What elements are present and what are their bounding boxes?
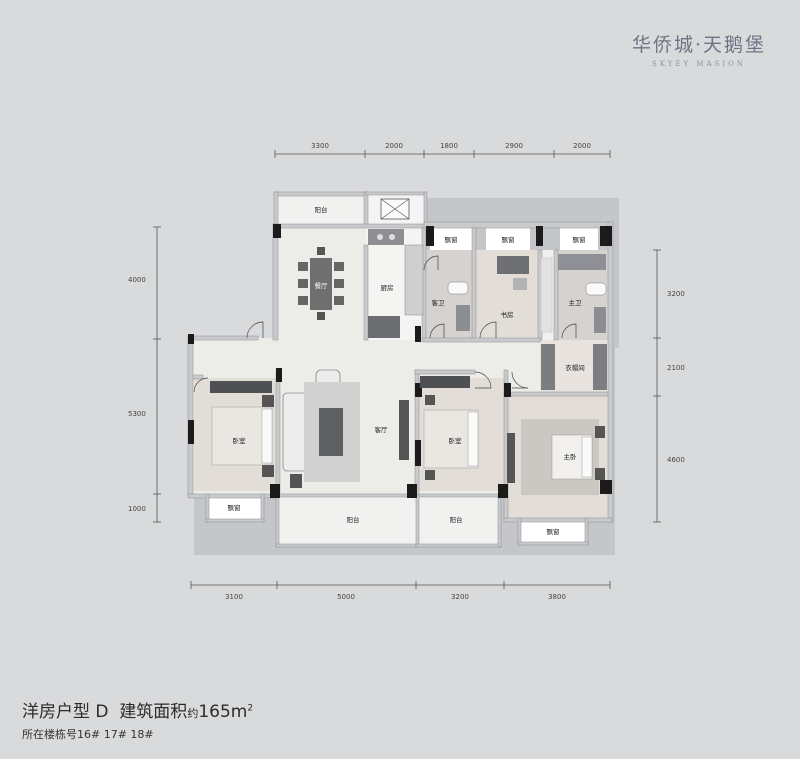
brand-name-en: SKYEY MASION bbox=[651, 60, 747, 68]
dim-bottom-3: 3200 bbox=[451, 593, 469, 601]
brand-name-cn: 华侨城·天鹅堡 bbox=[631, 34, 767, 56]
dim-right-1: 3200 bbox=[667, 290, 685, 298]
room-master-bath: 主卫 bbox=[569, 298, 583, 307]
furniture bbox=[210, 198, 607, 495]
plan-title: 洋房户型 D 建筑面积约165m2 bbox=[22, 697, 253, 722]
room-guest-bath: 客卫 bbox=[432, 298, 446, 307]
room-bedroom-2: 卧室 bbox=[449, 436, 463, 445]
room-window-bay-2: 飘窗 bbox=[502, 235, 515, 244]
columns bbox=[188, 224, 612, 498]
room-window-bay-3: 飘窗 bbox=[573, 235, 586, 244]
dimension-labels: 3300 2000 1800 2900 2000 3100 5000 3200 … bbox=[128, 142, 685, 601]
area-value: 165m bbox=[198, 702, 248, 722]
room-bedroom-1: 卧室 bbox=[233, 436, 247, 445]
dim-top-3: 1800 bbox=[440, 142, 458, 150]
area-approx: 约 bbox=[187, 707, 199, 720]
dim-bottom-4: 3800 bbox=[548, 593, 566, 601]
room-master-bedroom: 主卧 bbox=[564, 452, 578, 461]
room-closet: 衣帽间 bbox=[565, 363, 585, 372]
dimension-lines bbox=[153, 150, 661, 589]
room-balcony-top: 阳台 bbox=[315, 205, 328, 214]
plan-type: 洋房户型 D bbox=[22, 702, 109, 722]
room-labels: 阳台 餐厅 厨房 飘窗 飘窗 飘窗 客卫 书房 主卫 衣帽间 客厅 卧室 卧室 … bbox=[228, 205, 586, 536]
dim-top-5: 2000 bbox=[573, 142, 591, 150]
room-kitchen: 厨房 bbox=[381, 283, 394, 292]
dim-bottom-2: 5000 bbox=[337, 593, 355, 601]
area-unit-sup: 2 bbox=[247, 703, 254, 714]
dim-top-1: 3300 bbox=[311, 142, 329, 150]
room-dining: 餐厅 bbox=[315, 281, 329, 290]
dim-left-3: 1000 bbox=[128, 505, 146, 513]
room-balcony-bottom-2: 阳台 bbox=[450, 515, 463, 524]
dim-left-2: 5300 bbox=[128, 410, 146, 418]
dim-right-2: 2100 bbox=[667, 364, 685, 372]
dim-top-2: 2000 bbox=[385, 142, 403, 150]
room-window-bay-5: 飘窗 bbox=[547, 527, 560, 536]
room-balcony-bottom-1: 阳台 bbox=[347, 515, 360, 524]
dim-top-4: 2900 bbox=[505, 142, 523, 150]
brand-logo: 华侨城·天鹅堡 SKYEY MASION bbox=[626, 30, 772, 68]
dim-bottom-1: 3100 bbox=[225, 593, 243, 601]
room-living: 客厅 bbox=[375, 425, 389, 434]
room-window-bay-4: 飘窗 bbox=[228, 503, 241, 512]
doors bbox=[193, 255, 577, 393]
room-study: 书房 bbox=[501, 310, 514, 319]
area-label: 建筑面积 bbox=[119, 702, 188, 722]
dim-left-1: 4000 bbox=[128, 276, 146, 284]
building-numbers: 所在楼栋号16# 17# 18# bbox=[22, 728, 154, 741]
dim-right-3: 4600 bbox=[667, 456, 685, 464]
room-window-bay-1: 飘窗 bbox=[445, 235, 458, 244]
